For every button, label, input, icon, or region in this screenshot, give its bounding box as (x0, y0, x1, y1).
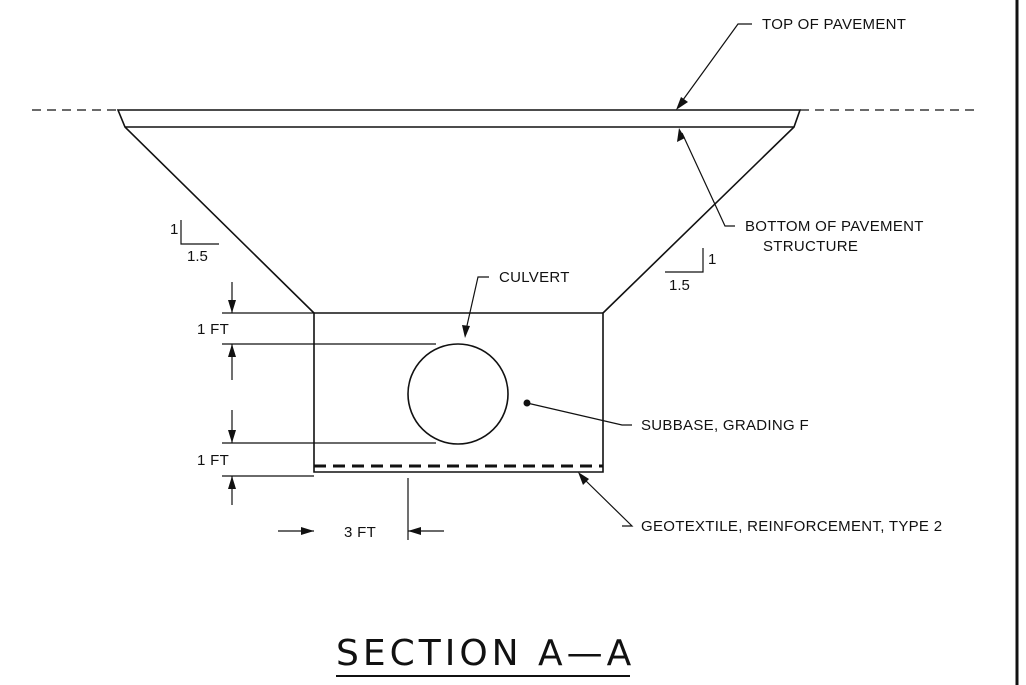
label-geotextile: GEOTEXTILE, REINFORCEMENT, TYPE 2 (641, 518, 942, 535)
dim-side-label: 3 FT (344, 524, 376, 541)
leader-culvert (465, 276, 489, 331)
section-title: SECTION A—A (336, 633, 635, 674)
leader-bottom-of-pavement (681, 132, 735, 227)
label-culvert: CULVERT (499, 269, 570, 286)
slope-right-rise: 1 (708, 251, 716, 268)
culvert-pipe (407, 343, 509, 445)
slope-symbol-left (180, 220, 219, 245)
slope-left-run: 1.5 (187, 248, 208, 265)
dim-bottom-arrowhead (228, 430, 236, 443)
trench-outline (116, 109, 802, 473)
leader-geotextile-arrowhead (578, 472, 589, 485)
leader-subbase (526, 402, 632, 426)
label-bottom-of-pavement-2: STRUCTURE (763, 238, 858, 255)
leader-top-of-pavement-arrowhead (676, 97, 688, 110)
dim-top-arrowhead-lower (228, 344, 236, 357)
leader-culvert-arrowhead (462, 325, 470, 338)
label-subbase: SUBBASE, GRADING F (641, 417, 809, 434)
label-top-of-pavement: TOP OF PAVEMENT (762, 16, 906, 33)
leader-bottom-of-pavement-arrowhead (677, 128, 685, 142)
slope-right-run: 1.5 (669, 277, 690, 294)
slope-symbol-right (665, 248, 704, 273)
slope-left-rise: 1 (170, 221, 178, 238)
leader-geotextile (582, 477, 634, 527)
dim-side-arrowhead-left (301, 527, 314, 535)
label-bottom-of-pavement-1: BOTTOM OF PAVEMENT (745, 218, 924, 235)
dim-top-arrowhead (228, 300, 236, 313)
leader-top-of-pavement (679, 23, 752, 105)
dim-top-label: 1 FT (197, 321, 229, 338)
dim-bottom-label: 1 FT (197, 452, 229, 469)
dim-side-arrowhead-right (408, 527, 421, 535)
dim-bottom-arrowhead-lower (228, 476, 236, 489)
